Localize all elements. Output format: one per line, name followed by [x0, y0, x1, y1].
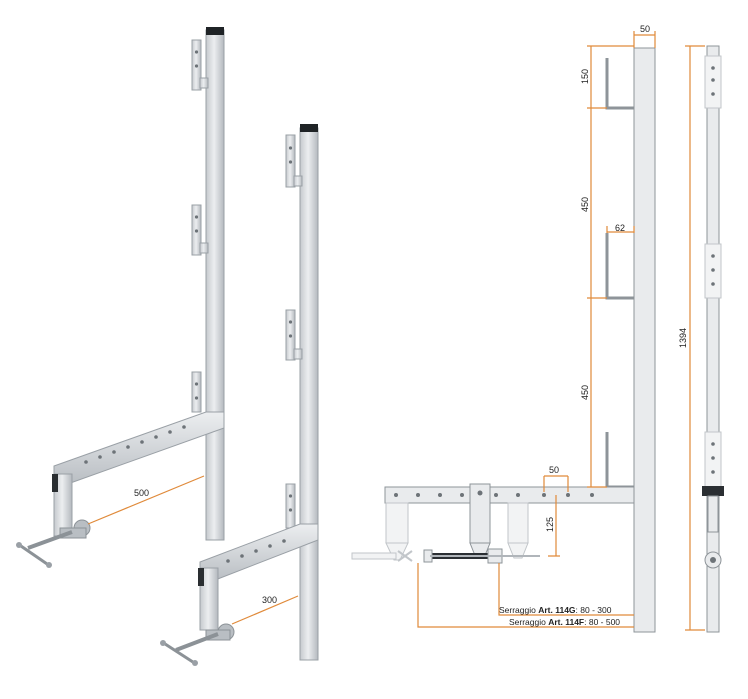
dim-range-114G — [498, 563, 634, 616]
dim-label-500: 500 — [134, 488, 149, 498]
dim-label-50-holes: 50 — [549, 465, 559, 475]
post-cap — [300, 124, 318, 132]
front-view-drawing: 1394 — [678, 45, 724, 633]
clamp-screw-handle — [16, 530, 73, 568]
clamp-jaw-ghost-left — [385, 502, 409, 561]
clamp-jaw — [52, 473, 91, 539]
side-view-drawing: 50 150 450 450 62 50 125 Serraggio Art. … — [351, 24, 656, 633]
toeboard-bracket-3 — [285, 483, 296, 529]
dim-label-125: 125 — [545, 517, 555, 532]
clamp-screw-handle — [160, 632, 219, 666]
post-tube — [205, 29, 225, 541]
clamp-screw — [351, 548, 540, 564]
hook-upper — [605, 58, 634, 110]
dim-1394 — [685, 45, 705, 631]
dim-label-1394: 1394 — [678, 328, 688, 348]
dim-label-150: 150 — [580, 69, 590, 84]
dim-line-500 — [87, 475, 205, 525]
clamp-arm — [53, 411, 225, 487]
post-side-view — [633, 47, 656, 633]
post-cap — [206, 27, 224, 35]
photo-post-large: 500 — [16, 27, 225, 568]
clamp-note-114F-range: : 80 - 500 — [584, 617, 620, 627]
arm-holes-side — [394, 493, 594, 497]
hook-middle — [605, 233, 634, 300]
dim-vertical-chain — [587, 45, 634, 488]
clamp-jaw — [198, 567, 235, 641]
arm-side-view — [384, 486, 635, 504]
dim-range-114F — [417, 563, 634, 628]
photo-post-small: 300 — [160, 124, 319, 666]
dim-label-62: 62 — [615, 223, 625, 233]
arm-holes — [226, 539, 286, 563]
toeboard-bracket-1 — [191, 39, 209, 91]
dim-line-300 — [231, 595, 299, 625]
clamp-note-114F-art: Art. 114F — [548, 617, 584, 627]
clamp-jaw-active — [469, 483, 491, 559]
post-front-view — [706, 45, 720, 633]
clamp-note-114F-prefix: Serraggio — [509, 617, 548, 627]
dim-label-450-lower: 450 — [580, 385, 590, 400]
toeboard-bracket-2 — [285, 309, 303, 361]
dim-label-450-upper: 450 — [580, 197, 590, 212]
clamp-jaw-ghost-right — [507, 502, 529, 559]
dim-125 — [548, 495, 560, 557]
toeboard-bracket-3 — [191, 371, 202, 413]
clamp-note-114F: Serraggio Art. 114F: 80 - 500 — [509, 617, 620, 627]
dim-62 — [606, 226, 635, 233]
arm-holes — [84, 425, 186, 464]
toeboard-bracket-1 — [285, 134, 303, 188]
clamp-note-114G-art: Art. 114G — [538, 605, 576, 615]
front-clamp — [702, 486, 724, 569]
hook-lower — [605, 432, 634, 489]
dim-top-width — [633, 31, 656, 48]
dim-label-top-width: 50 — [640, 24, 650, 34]
post-tube — [299, 127, 319, 661]
clamp-note-114G-prefix: Serraggio — [499, 605, 538, 615]
dim-label-300: 300 — [262, 595, 277, 605]
dim-50-holes — [543, 475, 569, 492]
toeboard-bracket-2 — [191, 204, 209, 256]
clamp-note-114G: Serraggio Art. 114G: 80 - 300 — [499, 605, 612, 615]
clamp-note-114G-range: : 80 - 300 — [576, 605, 612, 615]
